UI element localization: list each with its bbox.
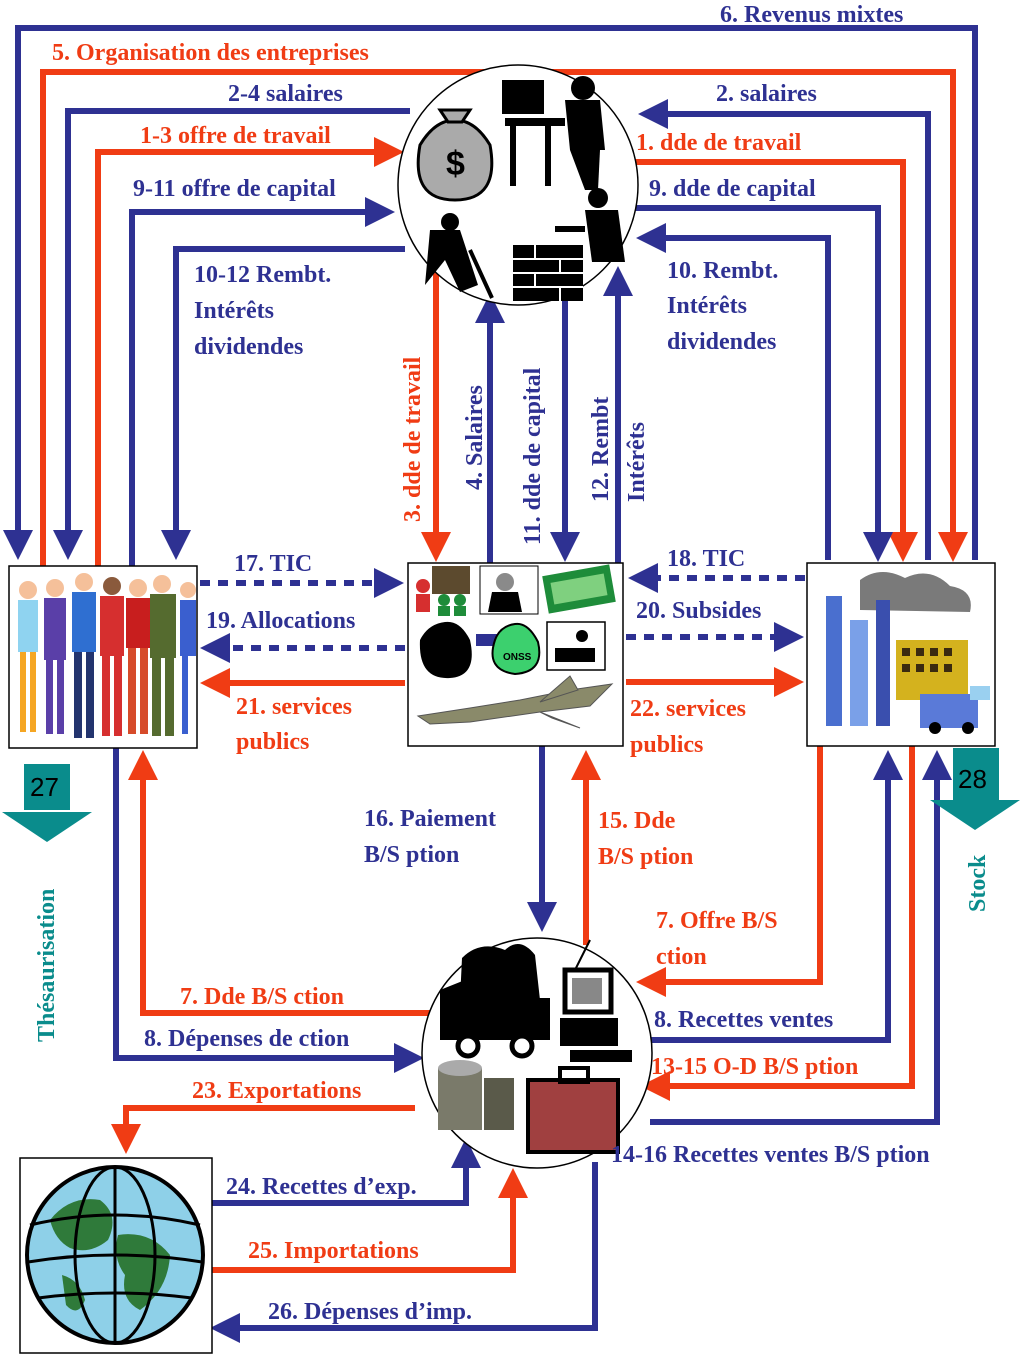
label-1-3: 1-3 offre de travail xyxy=(140,123,331,149)
leak-28-stock: 28 xyxy=(930,748,1020,830)
label-10-12-b: Intérêts xyxy=(194,298,274,324)
state-node: ONSS xyxy=(407,562,624,747)
label-7-offre-a: 7. Offre B/S xyxy=(656,908,778,934)
flow-24-recettes-exp xyxy=(212,1138,481,1206)
label-12-vertical-b: Intérêts xyxy=(624,422,650,502)
label-7-offre-b: ction xyxy=(656,944,707,970)
label-10-12-c: dividendes xyxy=(194,334,303,360)
label-18: 18. TIC xyxy=(667,546,745,572)
label-12-vertical-a: 12. Rembt xyxy=(588,397,614,502)
firms-node xyxy=(806,562,996,747)
label-13-15: 13-15 O-D B/S ption xyxy=(651,1054,858,1080)
government-services-icon: ONSS xyxy=(416,564,616,729)
banks-node: $ xyxy=(397,64,639,306)
label-3-vertical: 3. dde de travail xyxy=(400,356,426,522)
flow-14-16-recettes xyxy=(650,750,952,1125)
flow-2-salaires xyxy=(638,99,931,560)
label-17: 17. TIC xyxy=(234,551,312,577)
flow-26-depenses-imp xyxy=(210,1162,598,1343)
flow-1-dde-travail xyxy=(632,159,918,562)
label-21-a: 21. services xyxy=(236,694,352,720)
label-2: 2. salaires xyxy=(716,81,817,107)
label-4-vertical: 4. Salaires xyxy=(462,385,488,490)
label-21-b: publics xyxy=(236,729,309,755)
label-14-16: 14-16 Recettes ventes B/S ption xyxy=(611,1142,930,1168)
flow-25-importations xyxy=(212,1168,528,1273)
flow-23-exportations xyxy=(111,1105,415,1154)
flow-7-dde xyxy=(128,750,430,1016)
flow-labels: 6. Revenus mixtes 5. Organisation des en… xyxy=(34,2,991,1325)
truck-computer-goods-icon xyxy=(438,939,632,1154)
label-16-b: B/S ption xyxy=(364,842,459,868)
svg-text:ONSS: ONSS xyxy=(503,652,532,663)
flow-10-12-rembt xyxy=(161,246,405,560)
factory-icon xyxy=(826,571,990,734)
label-26: 26. Dépenses d’imp. xyxy=(268,1299,472,1325)
label-15-b: B/S ption xyxy=(598,844,693,870)
leak-27-number: 27 xyxy=(30,772,59,802)
label-9-11: 9-11 offre de capital xyxy=(133,176,336,202)
label-stock: Stock xyxy=(965,854,991,912)
label-10-a: 10. Rembt. xyxy=(667,258,778,284)
label-19: 19. Allocations xyxy=(206,608,355,634)
money-bag-workers-icon: $ xyxy=(416,76,625,301)
label-11-vertical: 11. dde de capital xyxy=(520,367,546,545)
label-15-a: 15. Dde xyxy=(598,808,676,834)
label-16-a: 16. Paiement xyxy=(364,806,496,832)
flow-6-revenus-mixtes xyxy=(3,25,978,560)
people-group-icon xyxy=(18,573,196,738)
label-24: 24. Recettes d’exp. xyxy=(226,1174,417,1200)
label-25: 25. Importations xyxy=(248,1238,419,1264)
flow-2-4-salaires xyxy=(53,108,410,560)
flow-9-dde-capital xyxy=(625,205,893,562)
rest-of-world-node xyxy=(19,1157,213,1354)
label-7-dde: 7. Dde B/S ction xyxy=(180,984,344,1010)
flow-8-recettes xyxy=(640,750,903,1043)
flow-9-11-offre-capital xyxy=(129,197,395,566)
households-node xyxy=(8,565,198,749)
label-thesaurisation: Thésaurisation xyxy=(34,889,60,1042)
flow-10-rembt xyxy=(636,223,831,560)
label-1: 1. dde de travail xyxy=(636,130,802,156)
flow-13-15-od xyxy=(640,746,915,1101)
svg-text:$: $ xyxy=(446,145,465,183)
label-9: 9. dde de capital xyxy=(649,176,816,202)
label-8-recettes: 8. Recettes ventes xyxy=(654,1007,833,1033)
label-2-4: 2-4 salaires xyxy=(228,81,343,107)
label-6: 6. Revenus mixtes xyxy=(720,2,903,28)
label-22-b: publics xyxy=(630,732,703,758)
flow-8-depenses xyxy=(113,746,424,1073)
label-10-c: dividendes xyxy=(667,329,776,355)
label-8-depenses: 8. Dépenses de ction xyxy=(144,1026,349,1052)
leak-27-thesaurisation: 27 xyxy=(2,764,92,842)
flow-1-3-offre-travail xyxy=(95,137,404,566)
globe-icon xyxy=(25,1165,205,1345)
flow-7-offre xyxy=(636,746,823,997)
leak-28-number: 28 xyxy=(958,764,987,794)
label-5: 5. Organisation des entreprises xyxy=(52,40,369,66)
label-23: 23. Exportations xyxy=(192,1078,361,1104)
label-10-12-a: 10-12 Rembt. xyxy=(194,262,331,288)
label-22-a: 22. services xyxy=(630,696,746,722)
market-node xyxy=(421,937,653,1169)
label-20: 20. Subsides xyxy=(636,598,761,624)
label-10-b: Intérêts xyxy=(667,293,747,319)
